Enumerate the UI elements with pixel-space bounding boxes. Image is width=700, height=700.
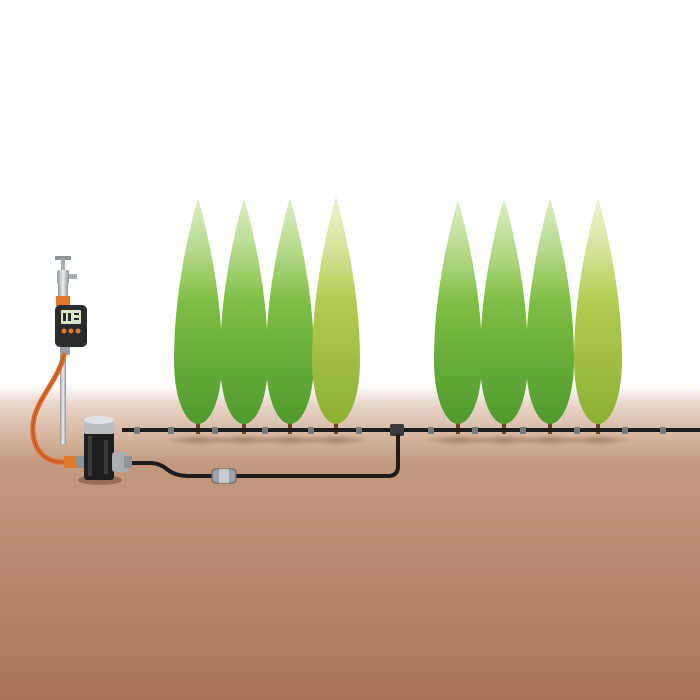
drip-emitter-icon: [574, 427, 580, 434]
cypress-tree: [266, 198, 314, 434]
drip-emitter-icon: [262, 427, 268, 434]
cypress-tree: [312, 196, 360, 434]
drip-emitters: [134, 427, 666, 434]
tree-row-right: [434, 198, 622, 434]
drip-emitter-icon: [168, 427, 174, 434]
drip-emitter-icon: [622, 427, 628, 434]
drip-emitter-icon: [520, 427, 526, 434]
drip-emitter-icon: [308, 427, 314, 434]
drip-emitter-icon: [356, 427, 362, 434]
cypress-tree: [480, 198, 528, 434]
cypress-tree: [574, 198, 622, 434]
pipe-connector: [211, 468, 237, 484]
drip-emitter-icon: [428, 427, 434, 434]
cypress-tree: [434, 200, 482, 434]
pressure-reducer-icon: [78, 416, 132, 485]
cypress-tree: [220, 198, 268, 434]
cypress-tree: [526, 198, 574, 434]
drip-emitter-icon: [660, 427, 666, 434]
tree-row-left: [174, 196, 360, 434]
faucet-icon: [55, 256, 77, 296]
tree-shadows: [164, 434, 632, 446]
drip-emitter-icon: [472, 427, 478, 434]
hose-connector: [64, 456, 84, 468]
faucet-standpipe: [60, 344, 66, 444]
t-connector-icon: [390, 424, 404, 436]
water-timer-icon: [55, 296, 87, 355]
cypress-tree: [174, 198, 222, 434]
supply-pipe: [120, 434, 400, 478]
drip-emitter-icon: [212, 427, 218, 434]
drip-emitter-icon: [134, 427, 140, 434]
